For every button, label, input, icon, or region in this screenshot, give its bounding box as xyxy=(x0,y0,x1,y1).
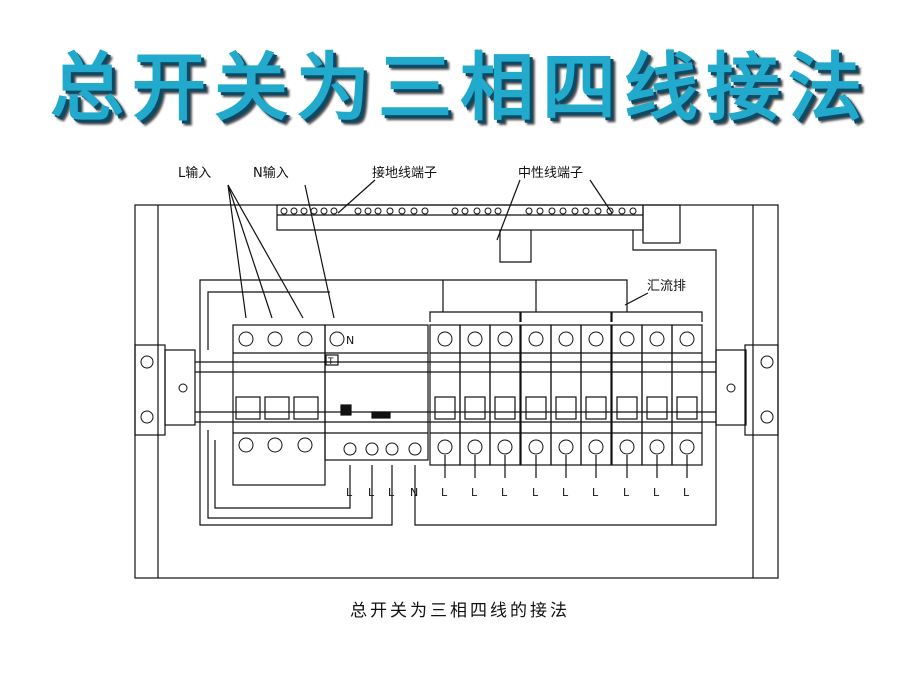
branch-output-label: L xyxy=(501,486,508,499)
branch-output-label: L xyxy=(441,486,448,499)
bottom-terminal-label: N xyxy=(410,486,418,499)
branch-output-label: L xyxy=(592,486,599,499)
branch-output-label: L xyxy=(683,486,690,499)
n-input-label: N输入 xyxy=(253,165,289,181)
page-title: 总开关为三相四线接法 xyxy=(50,45,870,131)
branch-output-label: L xyxy=(532,486,539,499)
bottom-terminal-label: L xyxy=(346,486,353,499)
branch-output-label: L xyxy=(471,486,478,499)
bottom-terminal-label: L xyxy=(368,486,375,499)
bottom-terminal-label: L xyxy=(388,486,395,499)
l-input-label: L输入 xyxy=(178,165,211,181)
distribution-box-wiring-diagram: L输入 N输入 接地线端子 中性线端子 汇流排 N T L L L N L L … xyxy=(134,165,779,579)
left-bracket xyxy=(134,344,166,436)
diagram-caption: 总开关为三相四线的接法 xyxy=(350,601,570,621)
main-breaker xyxy=(232,324,326,486)
rcd-t-mark: T xyxy=(327,357,334,367)
right-bracket xyxy=(744,344,779,436)
branch-output-label: L xyxy=(653,486,660,499)
busbar-label: 汇流排 xyxy=(647,279,686,294)
rcd-module xyxy=(324,324,429,461)
neutral-terminal-label: 中性线端子 xyxy=(518,166,583,181)
ground-terminal-label: 接地线端子 xyxy=(372,165,437,181)
enclosure-frame xyxy=(134,204,779,579)
branch-output-label: L xyxy=(562,486,569,499)
rcd-n-mark: N xyxy=(346,334,354,347)
branch-output-label: L xyxy=(623,486,630,499)
